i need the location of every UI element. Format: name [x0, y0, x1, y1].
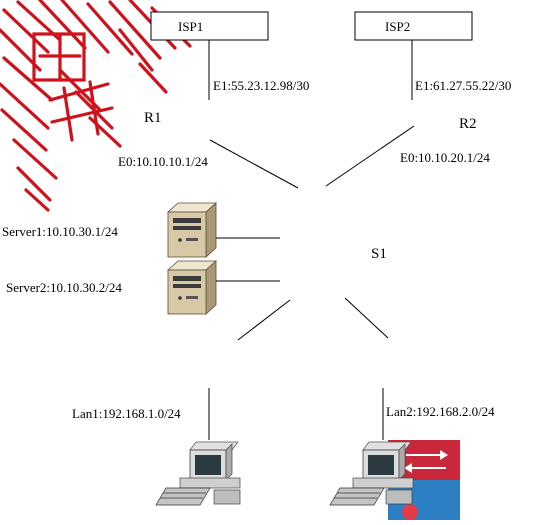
isp2-box[interactable] [354, 11, 473, 41]
isp1-box[interactable] [150, 11, 269, 41]
server2-label: Server2:10.10.30.2/24 [6, 280, 122, 295]
server2-icon[interactable] [166, 260, 218, 315]
lan2-computer-icon[interactable] [329, 441, 414, 506]
server1-label: Server1:10.10.30.1/24 [2, 224, 118, 239]
r1-label: R1 [144, 110, 162, 126]
s1-label: S1 [371, 246, 387, 262]
r1-interface-label: E0:10.10.10.1/24 [118, 154, 208, 169]
isp2-label: ISP2 [385, 19, 410, 34]
server1-icon[interactable] [166, 202, 218, 258]
lan1-label: Lan1:192.168.1.0/24 [72, 406, 181, 421]
isp1-label: ISP1 [178, 19, 203, 34]
s1-to-lan1-line [237, 299, 291, 341]
r2-interface-label: E0:10.10.20.1/24 [400, 150, 490, 165]
isp2-link-label: E1:61.27.55.22/30 [415, 78, 511, 93]
s1-to-lan2-line [344, 297, 389, 339]
red-stamp-watermark [0, 0, 192, 212]
r1-to-s1-line [209, 139, 299, 189]
isp1-link-label: E1:55.23.12.98/30 [213, 78, 309, 93]
r2-label: R2 [459, 116, 477, 132]
r2-to-s1-line [325, 125, 415, 187]
lan1-computer-icon[interactable] [155, 441, 241, 506]
lan2-label: Lan2:192.168.2.0/24 [386, 404, 495, 419]
